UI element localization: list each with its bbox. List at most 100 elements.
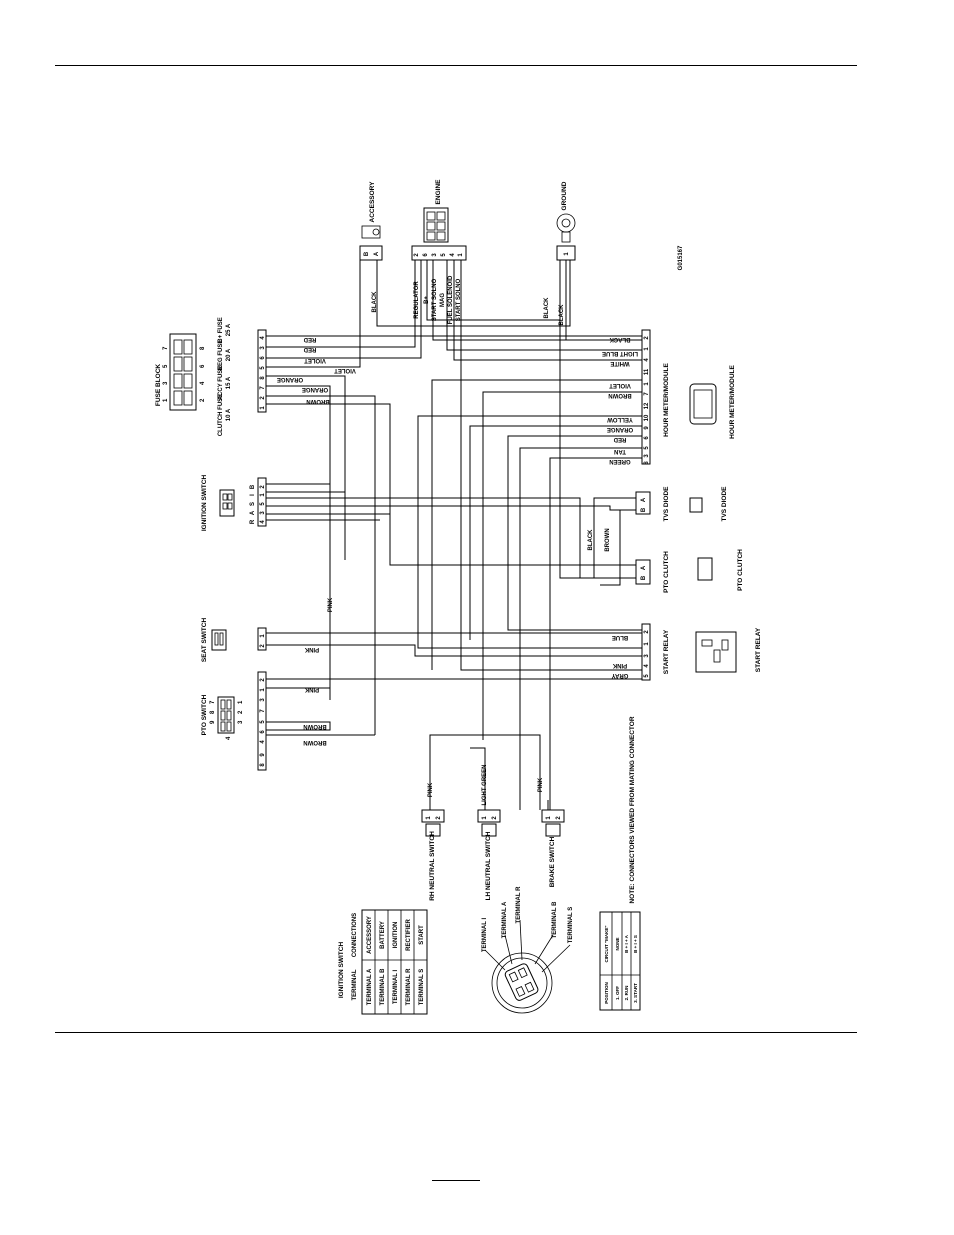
svg-text:B + I + A: B + I + A bbox=[624, 934, 629, 953]
svg-text:S: S bbox=[250, 502, 256, 506]
svg-text:5: 5 bbox=[260, 502, 266, 506]
svg-text:5: 5 bbox=[163, 364, 169, 368]
svg-text:PTO CLUTCH: PTO CLUTCH bbox=[663, 551, 670, 593]
svg-text:5: 5 bbox=[644, 674, 650, 678]
svg-text:20 A: 20 A bbox=[226, 348, 232, 361]
svg-text:CONNECTIONS: CONNECTIONS bbox=[352, 913, 358, 957]
svg-text:VIOLET: VIOLET bbox=[304, 357, 326, 363]
svg-text:1: 1 bbox=[426, 816, 432, 820]
svg-text:1: 1 bbox=[482, 816, 488, 820]
svg-text:GREEN: GREEN bbox=[609, 458, 630, 464]
fuse-block-title: FUSE BLOCK bbox=[155, 364, 162, 407]
svg-text:5: 5 bbox=[644, 446, 650, 450]
engine-title: ENGINE bbox=[435, 179, 442, 205]
svg-text:FUEL SOLENOID: FUEL SOLENOID bbox=[448, 275, 454, 324]
svg-text:I: I bbox=[250, 494, 256, 496]
hour-meter-title: HOUR METER/MODULE bbox=[663, 363, 670, 437]
engine-connector: 2 6 3 5 4 1 ENGINE bbox=[411, 179, 467, 261]
wire-harness bbox=[266, 260, 642, 810]
svg-text:BLACK: BLACK bbox=[544, 297, 550, 319]
svg-text:4: 4 bbox=[644, 664, 650, 668]
svg-text:2: 2 bbox=[260, 396, 266, 400]
svg-text:BROWN: BROWN bbox=[608, 392, 631, 398]
svg-text:RED: RED bbox=[303, 346, 316, 352]
svg-text:BLACK: BLACK bbox=[609, 336, 631, 342]
svg-text:6: 6 bbox=[644, 436, 650, 440]
svg-text:PINK: PINK bbox=[538, 777, 544, 792]
start-relay: 2 1 3 4 5 START RELAY START RELAY bbox=[641, 623, 762, 681]
svg-text:START RELAY: START RELAY bbox=[663, 629, 670, 674]
ignition-switch-connector: 2 1 5 3 4 B I S A R bbox=[250, 477, 267, 527]
svg-text:4: 4 bbox=[226, 736, 232, 740]
pto-switch-pins: 2 1 3 7 5 6 4 9 8 bbox=[260, 678, 266, 767]
svg-text:RH NEUTRAL SWITCH: RH NEUTRAL SWITCH bbox=[429, 831, 436, 901]
svg-text:BLUE: BLUE bbox=[612, 634, 628, 640]
fuse-block-connector: 4 3 6 5 8 7 2 1 bbox=[257, 329, 267, 413]
svg-text:B: B bbox=[641, 575, 647, 580]
fuse-block: FUSE BLOCK 1 3 5 7 2 4 6 8 CLUTCH FUSE 1… bbox=[155, 317, 232, 436]
svg-text:A: A bbox=[250, 510, 256, 515]
svg-text:7: 7 bbox=[644, 392, 650, 396]
svg-text:START: START bbox=[419, 925, 425, 945]
ground-title: GROUND bbox=[561, 181, 568, 210]
engine-wire-labels: REGULATOR B+ START SOLNO MAG FUEL SOLENO… bbox=[414, 275, 462, 324]
svg-text:2: 2 bbox=[238, 710, 244, 714]
svg-text:TAN: TAN bbox=[614, 448, 626, 454]
svg-text:2: 2 bbox=[260, 485, 266, 489]
svg-text:BLACK: BLACK bbox=[588, 529, 594, 551]
ignition-switch: IGNITION SWITCH bbox=[201, 475, 235, 531]
bottom-rule bbox=[55, 1032, 857, 1033]
svg-text:5: 5 bbox=[441, 253, 447, 257]
svg-text:BROWN: BROWN bbox=[306, 398, 329, 404]
svg-text:TERMINAL I: TERMINAL I bbox=[482, 918, 488, 953]
tvs-diode: A B TVS DIODE TVS DIODE bbox=[635, 486, 728, 522]
svg-text:WHITE: WHITE bbox=[610, 360, 629, 366]
svg-text:TERMINAL I: TERMINAL I bbox=[393, 970, 399, 1005]
svg-text:11: 11 bbox=[644, 368, 650, 375]
svg-text:A: A bbox=[374, 251, 380, 256]
svg-text:2: 2 bbox=[644, 630, 650, 634]
svg-text:MAG: MAG bbox=[440, 293, 446, 307]
svg-text:6: 6 bbox=[260, 730, 266, 734]
svg-text:TERMINAL B: TERMINAL B bbox=[380, 968, 386, 1006]
svg-text:ORANGE: ORANGE bbox=[277, 376, 303, 382]
svg-text:9: 9 bbox=[260, 753, 266, 757]
lh-neutral-switch: 1 2 LH NEUTRAL SWITCH bbox=[477, 809, 501, 900]
svg-text:BROWN: BROWN bbox=[605, 528, 611, 551]
svg-text:2: 2 bbox=[436, 816, 442, 820]
svg-text:TERMINAL B: TERMINAL B bbox=[552, 901, 558, 939]
svg-text:YELLOW: YELLOW bbox=[607, 416, 633, 422]
svg-text:4: 4 bbox=[200, 381, 206, 385]
accessory-title: ACCESSORY bbox=[369, 181, 376, 223]
svg-text:A: A bbox=[641, 497, 647, 502]
wire-color-labels: BLACK BLACK BLACK BLACK RED RED VIOLET V… bbox=[277, 291, 638, 806]
svg-text:B: B bbox=[364, 251, 370, 256]
top-rule bbox=[55, 65, 857, 66]
hour-meter-connector: 2 1 4 11 1 7 12 10 9 6 5 3 8 HOUR METER/… bbox=[641, 329, 736, 465]
svg-text:3: 3 bbox=[644, 654, 650, 658]
svg-text:1: 1 bbox=[260, 406, 266, 410]
svg-text:TERMINAL A: TERMINAL A bbox=[367, 968, 373, 1005]
svg-text:TERMINAL R: TERMINAL R bbox=[406, 968, 412, 1006]
svg-text:1: 1 bbox=[260, 493, 266, 497]
svg-text:2: 2 bbox=[260, 678, 266, 682]
svg-text:ORANGE: ORANGE bbox=[302, 386, 328, 392]
svg-text:TERMINAL S: TERMINAL S bbox=[419, 969, 425, 1006]
svg-text:BLACK: BLACK bbox=[559, 304, 565, 326]
svg-text:3. START: 3. START bbox=[633, 983, 638, 1003]
svg-text:RED: RED bbox=[303, 336, 316, 342]
svg-text:6: 6 bbox=[200, 364, 206, 368]
svg-text:12: 12 bbox=[644, 402, 650, 409]
seat-switch: 1 2 SEAT SWITCH bbox=[201, 618, 267, 662]
svg-text:7: 7 bbox=[260, 386, 266, 390]
svg-text:2: 2 bbox=[644, 336, 650, 340]
svg-text:3: 3 bbox=[238, 720, 244, 724]
hour-meter-title-2: HOUR METER/MODULE bbox=[729, 365, 736, 439]
svg-text:2: 2 bbox=[260, 644, 266, 648]
svg-text:7: 7 bbox=[260, 709, 266, 713]
svg-text:REG FUSE: REG FUSE bbox=[218, 340, 224, 371]
svg-text:IGNITION: IGNITION bbox=[393, 922, 399, 949]
svg-text:BLACK: BLACK bbox=[372, 291, 378, 313]
svg-text:1: 1 bbox=[163, 398, 169, 402]
